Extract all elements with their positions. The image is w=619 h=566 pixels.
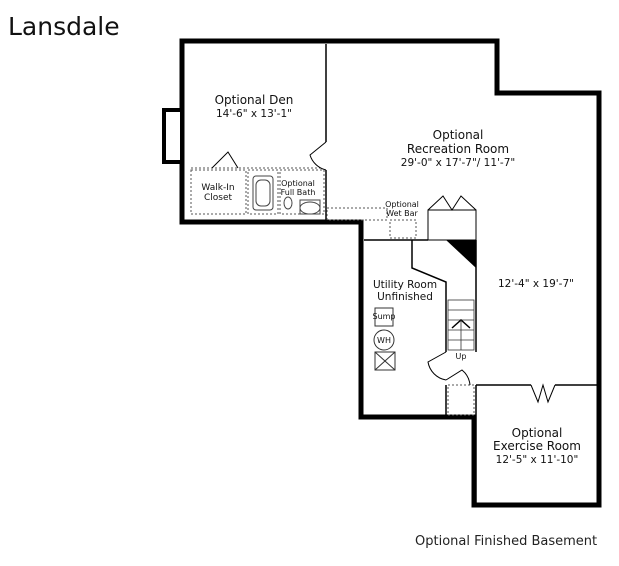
rec-extension-dims: 12'-4" x 19'-7": [498, 278, 574, 290]
rec-label-2: Recreation Room: [407, 142, 509, 156]
optional-walls: [190, 167, 475, 416]
den-dims: 14'-6" x 13'-1": [216, 108, 292, 120]
plan-caption: Optional Finished Basement: [415, 534, 598, 549]
exercise-label-2: Exercise Room: [493, 439, 581, 453]
closet-label-2: Closet: [204, 193, 233, 203]
rec-label-1: Optional: [433, 128, 484, 142]
bath-label-2: Full Bath: [281, 188, 316, 197]
wetbar-label-1: Optional: [385, 200, 419, 209]
stair-black-wedge: [446, 240, 476, 268]
exercise-dims: 12'-5" x 11'-10": [496, 454, 579, 466]
exercise-label-1: Optional: [512, 426, 563, 440]
utility-label-1: Utility Room: [373, 279, 437, 291]
bath-label-1: Optional: [281, 179, 315, 188]
interior-walls: [325, 44, 597, 503]
plan-title: Lansdale: [8, 12, 120, 41]
fireplace-bump: [162, 108, 184, 164]
stairs: [447, 299, 475, 351]
water-heater-label: WH: [377, 336, 391, 345]
rec-dims: 29'-0" x 17'-7"/ 11'-7": [401, 157, 515, 169]
stairs-up-label: Up: [456, 352, 467, 361]
bath-fixtures: [252, 175, 321, 215]
doors: [211, 141, 556, 404]
sump-label: Sump: [372, 312, 395, 321]
wetbar-label-2: Wet Bar: [386, 209, 418, 218]
exterior-walls: [179, 38, 602, 508]
closet-label-1: Walk-In: [201, 183, 234, 193]
utility-fixtures: [373, 307, 396, 371]
utility-label-2: Unfinished: [377, 291, 433, 303]
den-label: Optional Den: [215, 93, 294, 107]
